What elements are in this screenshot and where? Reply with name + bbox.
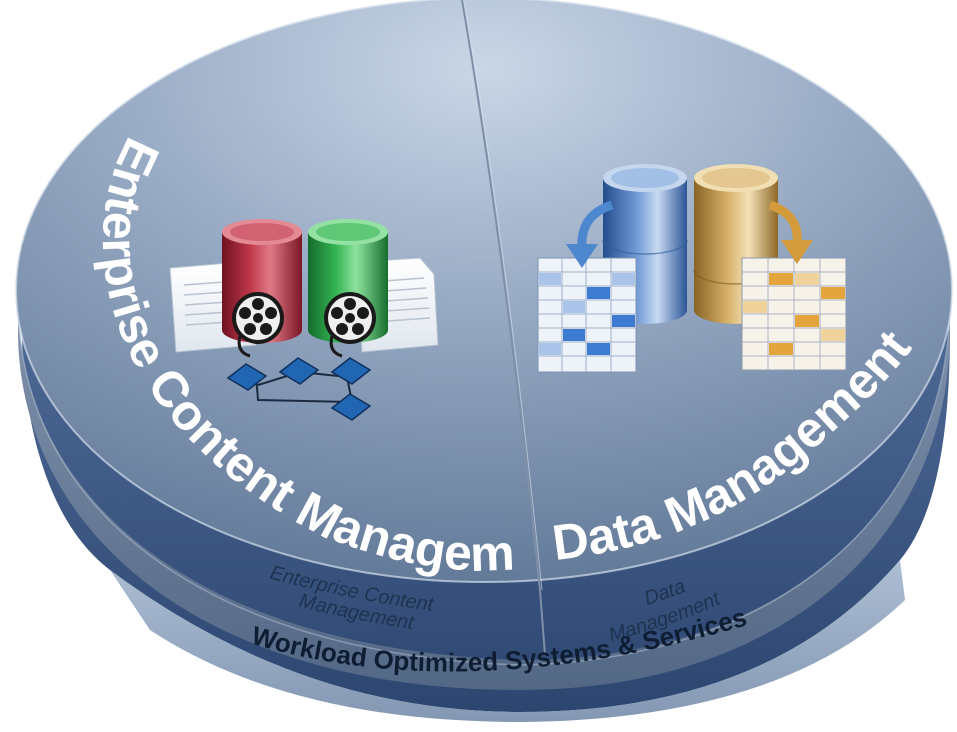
workflow-icon	[226, 357, 372, 421]
film-reel-icon	[324, 292, 376, 358]
disc-top	[15, 0, 953, 656]
arrow-down-icon	[768, 200, 813, 264]
data-table-icon	[741, 257, 847, 371]
content-repository-icon	[169, 219, 439, 421]
segment-divider	[461, 0, 546, 656]
disc-rim	[17, 299, 951, 690]
arrow-down-icon	[566, 200, 614, 268]
data-table-icon	[537, 257, 637, 373]
film-reel-icon	[232, 292, 284, 358]
base-front-band	[110, 560, 905, 722]
database-tables-icon	[537, 164, 847, 373]
